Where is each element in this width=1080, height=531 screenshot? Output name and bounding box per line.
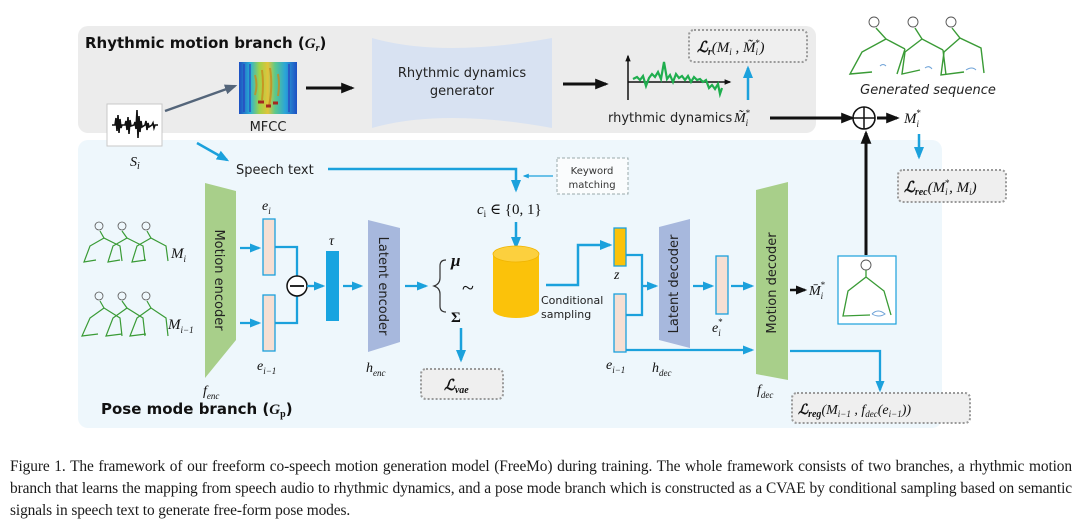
motion-decoder-block [756,182,788,380]
tilde-symbol: ~ [462,275,474,300]
embedding-e-i [262,218,276,276]
e-star-symbol: ei* [712,317,723,338]
rhythmic-dynamics-plot [625,54,732,100]
waveform-to-mfcc-arrow [164,84,238,113]
distribution-brace [432,259,447,313]
output-motion-symbol: Mi* [903,108,921,129]
sampler-to-z-arrow [546,240,613,287]
speech-symbol: Si [130,155,140,172]
h-enc-symbol: henc [366,361,386,378]
rhythmic-dynamics-label: rhythmic dynamics [608,111,733,126]
loss-rec-formula: ℒrec(Mi*, Mi) [904,178,977,198]
motion-encoder-block [205,183,236,378]
tau-vector [326,251,339,321]
rhythmic-dynamics-generator-block [372,38,552,128]
sum-operator-icon [852,106,876,130]
conditional-sampling-line1: Conditional [541,294,603,307]
freemo-framework-diagram: Rhythmic motion branch (Gr) Si MFCC Rhyt… [78,16,1007,428]
keyword-matching-line2: matching [568,180,615,191]
speech-text-label: Speech text [236,163,314,178]
generated-sequence-label: Generated sequence [860,83,996,98]
loss-vae-box [420,368,504,400]
generator-label-line2: generator [430,84,495,99]
speech-text-to-condition-arrow [328,167,521,193]
embedding-e-prev-decoder [613,293,627,353]
pose-branch-title: Pose mode branch (Gp) [101,400,293,420]
embedding-e-prev [262,294,276,352]
motion-encoder-label: Motion encoder [211,229,226,331]
keyword-matching-box [556,157,629,195]
loss-rhythmic-formula: ℒr(Mi , M̃i*) [697,38,765,58]
e-i-symbol: ei [262,199,271,216]
mfcc-spectrogram [239,62,297,114]
motion-current-symbol: Mi [170,246,187,264]
loss-rec-box [897,169,1007,203]
mfcc-label: MFCC [250,120,287,135]
motion-decoder-label: Motion decoder [765,232,780,334]
rhythmic-dynamics-symbol: M̃i* [733,108,750,128]
m-bar-symbol: M̄i* [808,280,825,301]
keyword-matching-line1: Keyword [571,166,614,177]
e-prev-symbol: ei−1 [257,359,276,376]
latent-encoder-block [368,220,400,352]
generator-label-line1: Rhythmic dynamics [398,66,526,81]
e-prev-decoder-symbol: ei−1 [606,358,625,375]
conditional-sampler-cylinder [492,245,540,318]
loss-vae-formula: ℒvae [444,378,469,396]
f-enc-symbol: fenc [203,384,219,401]
decoded-pose-frame [837,255,897,325]
input-motion-current-skeletons [83,221,169,263]
latent-z-vector [613,227,627,267]
conditional-sampling-line2: sampling [541,308,591,321]
speech-waveform-icon [106,103,163,147]
input-motion-previous-skeletons [81,291,169,337]
embedding-e-star [715,255,729,315]
mu-symbol: μ [450,251,460,270]
latent-encoder-label: Latent encoder [375,237,390,336]
decoder-to-lreg-arrow [790,349,885,393]
loss-reg-formula: ℒreg(Mi−1 , fdec(ei−1)) [798,403,911,420]
subtract-operator-icon [286,275,308,297]
z-symbol: z [613,268,620,283]
latent-decoder-label: Latent decoder [667,234,682,333]
loss-reg-box [791,392,971,424]
figure-caption: Figure 1. The framework of our freeform … [10,458,1072,519]
sigma-symbol: Σ [451,310,461,326]
h-dec-symbol: hdec [652,361,672,378]
loss-rhythmic-box [688,29,808,63]
generated-sequence-skeletons [848,16,985,76]
tau-symbol: τ [329,234,335,249]
motion-previous-symbol: Mi−1 [167,317,194,335]
rhythmic-branch-title: Rhythmic motion branch (Gr) [85,34,326,54]
f-dec-symbol: fdec [757,383,773,400]
condition-label: ci ∈ {0, 1} [477,202,542,219]
waveform-to-speech-text-arrow [196,141,230,162]
latent-decoder-block [659,219,690,348]
